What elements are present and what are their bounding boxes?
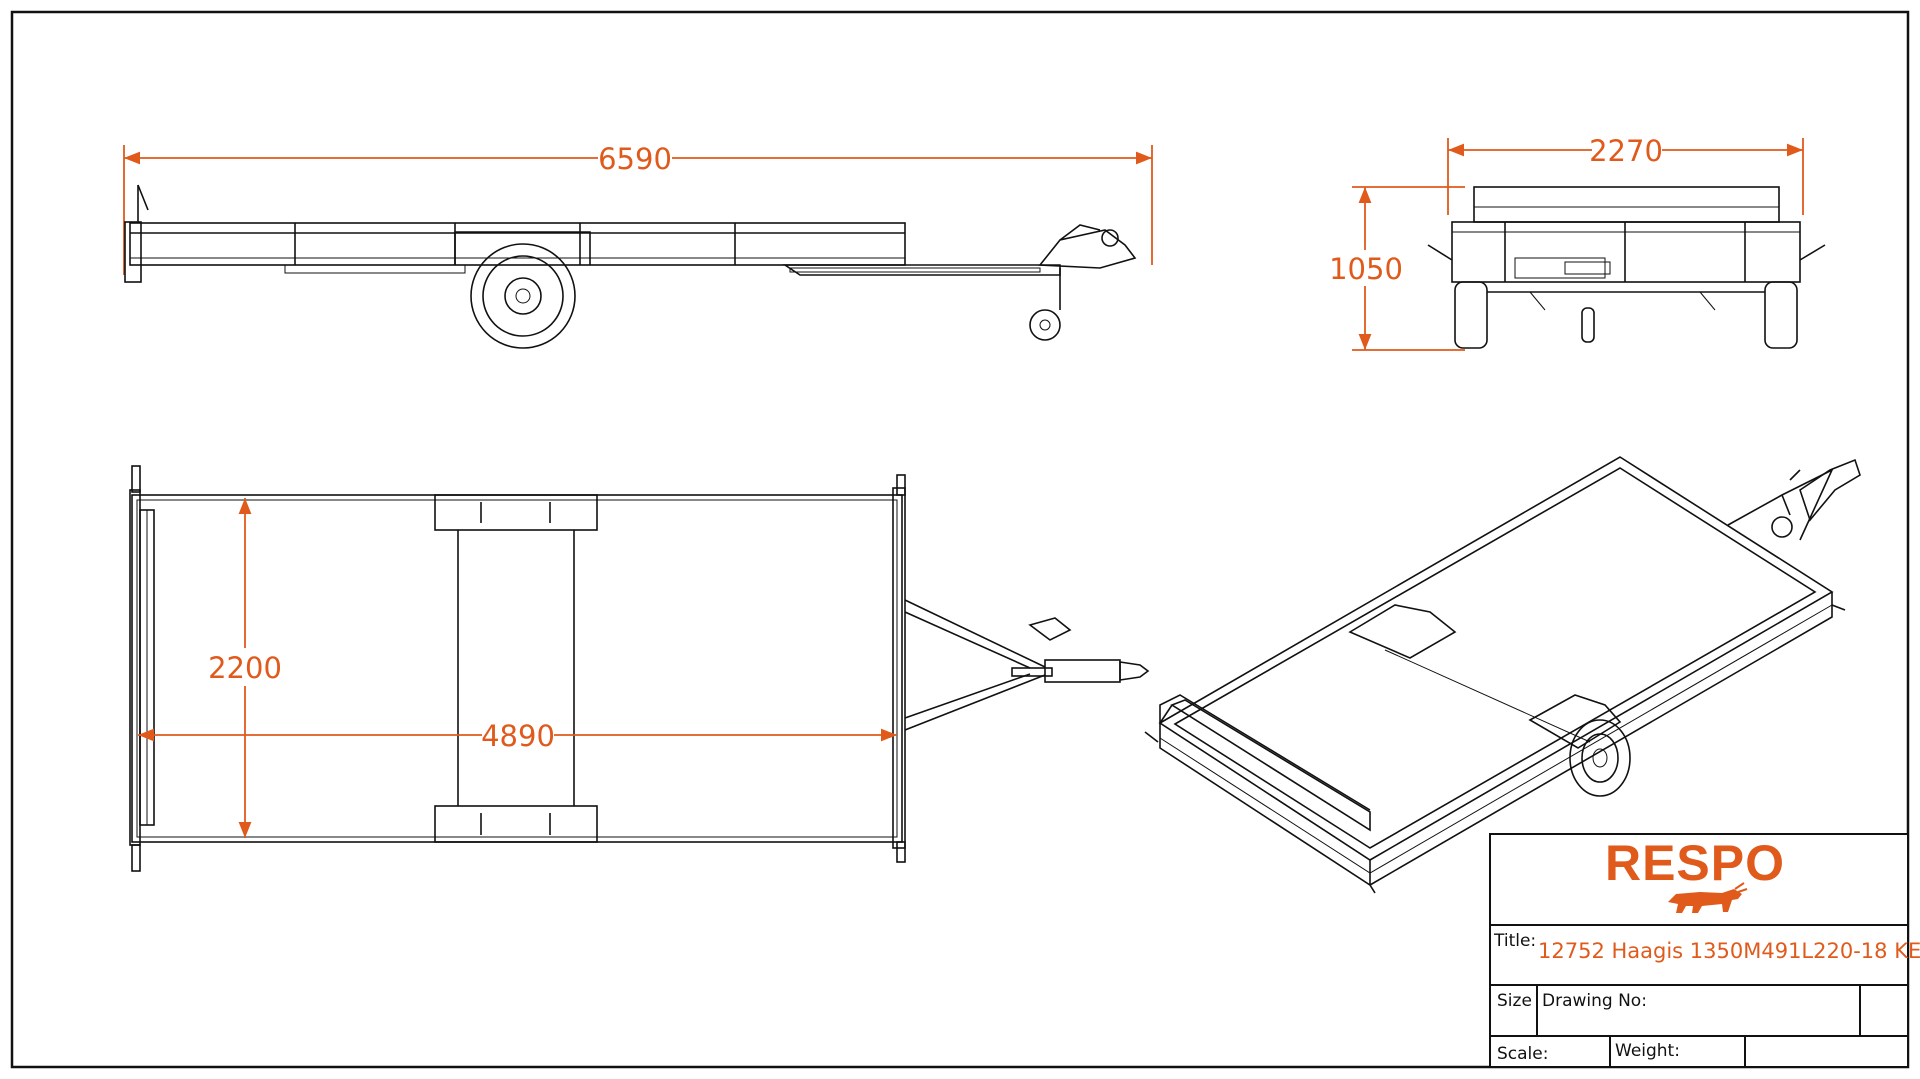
isometric-view [1144, 456, 1861, 894]
title-label: Title: [1493, 931, 1536, 951]
rear-view: 2270 1050 [1329, 133, 1826, 351]
title-value: 12752 Haagis 1350M491L220-18 KE-EU2- [1538, 939, 1920, 963]
side-length-dimension: 6590 [598, 142, 672, 176]
bull-logo-icon [1668, 882, 1748, 913]
rear-width-dimension: 2270 [1589, 134, 1663, 168]
title-block: RESPO Title: 12752 Haagis 1350M491L220-1… [1489, 833, 1920, 1068]
drawing-no-label: Drawing No: [1542, 991, 1647, 1011]
size-label: Size [1497, 991, 1532, 1011]
scale-label: Scale: [1497, 1044, 1548, 1064]
rear-height-dimension: 1050 [1329, 252, 1403, 286]
drawing-border [10, 10, 1910, 1069]
side-view: 6590 [123, 140, 1153, 349]
top-view: 2200 4890 [129, 465, 1150, 872]
weight-label: Weight: [1615, 1041, 1680, 1061]
top-width-dimension: 2200 [208, 651, 282, 685]
respo-logo: RESPO [1605, 835, 1785, 891]
top-length-dimension: 4890 [481, 719, 555, 753]
